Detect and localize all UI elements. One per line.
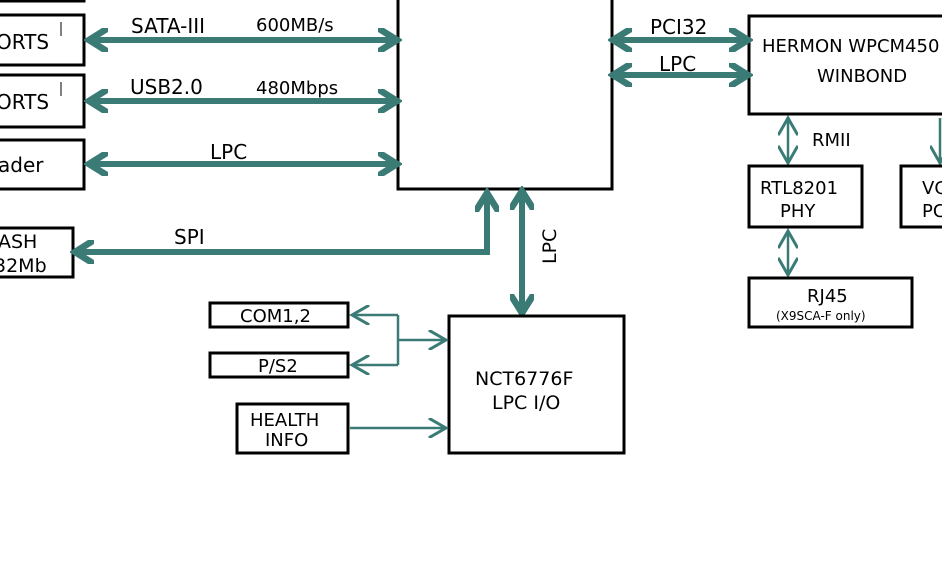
rj45-label-1: RJ45: [807, 286, 848, 307]
ps2-label: P/S2: [258, 356, 298, 377]
reader-box: [0, 138, 86, 191]
vga-box: [899, 164, 942, 229]
usb-label: USB2.0: [130, 75, 203, 99]
rj45-label-2: (X9SCA-F only): [776, 309, 866, 323]
lpc-hermon-label: LPC: [659, 52, 696, 76]
nct6776f-label-2: LPC I/O: [492, 392, 560, 414]
lpc-vertical-label: LPC: [539, 229, 561, 264]
rtl8201-box: [747, 164, 864, 229]
ports-box-2: [0, 73, 86, 129]
com-label: COM1,2: [240, 306, 311, 327]
health-info-box: [235, 402, 350, 455]
ports-box-2-label: ORTS: [0, 90, 49, 114]
reader-box-label: ader: [0, 153, 44, 177]
rmii-label: RMII: [812, 130, 851, 151]
rj45-box: [747, 276, 914, 329]
usb-speed-label: 480Mbps: [256, 78, 338, 99]
ports-box-1-label: ORTS: [0, 30, 49, 54]
vga-label-1: VG: [922, 178, 942, 199]
spi-bus-arrow: [75, 193, 487, 252]
chipset-box: [396, 0, 614, 191]
spi-label: SPI: [174, 225, 205, 249]
hermon-label-2: WINBOND: [817, 66, 907, 87]
ports-box-1: [0, 13, 86, 67]
health-label-2: INFO: [265, 430, 308, 451]
lpc-reader-label: LPC: [210, 140, 247, 164]
flash-box-label-1: ASH: [0, 231, 37, 253]
hermon-label-1: HERMON WPCM450: [762, 36, 939, 57]
flash-box-label-2: 32Mb: [0, 255, 47, 277]
pci32-label: PCI32: [650, 15, 707, 39]
ports-box-top-edge: [0, 0, 86, 3]
rtl8201-label-1: RTL8201: [760, 178, 838, 199]
com-box: [208, 301, 350, 329]
health-label-1: HEALTH: [250, 410, 319, 431]
sata-label: SATA-III: [131, 14, 205, 38]
ps2-box: [208, 351, 350, 379]
vga-label-2: PC: [922, 201, 942, 222]
nct6776f-box: [447, 314, 626, 455]
sata-speed-label: 600MB/s: [256, 15, 334, 36]
flash-box: [0, 226, 75, 279]
rtl8201-label-2: PHY: [780, 201, 816, 222]
nct6776f-label-1: NCT6776F: [475, 368, 573, 390]
hermon-box: [747, 14, 942, 116]
